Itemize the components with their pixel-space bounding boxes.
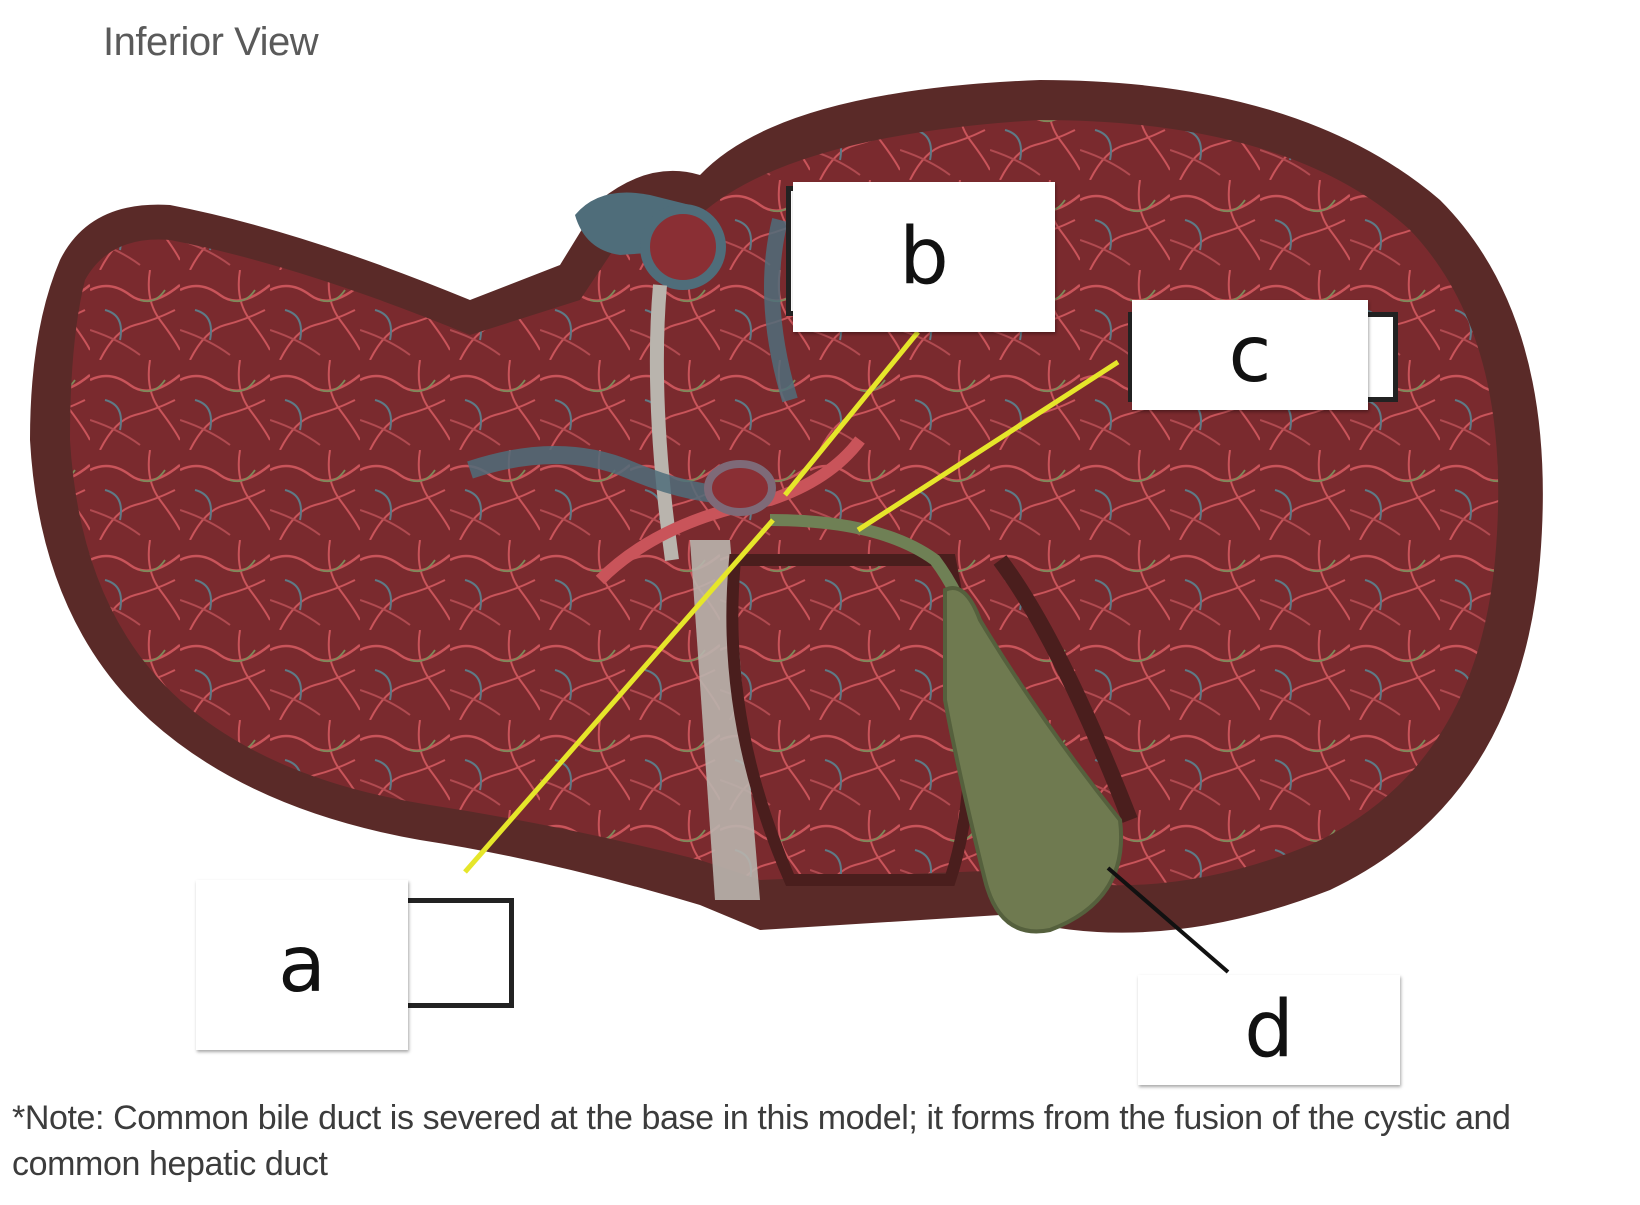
- label-a-backing: [396, 898, 514, 1008]
- gallbladder-fossa: [993, 555, 1138, 823]
- label-c-text: c: [1228, 310, 1272, 400]
- vessel-cross-section: [640, 204, 726, 290]
- label-box-d[interactable]: d: [1138, 975, 1400, 1085]
- leader-line-c: [856, 359, 1120, 533]
- portal-vein-branch: [764, 218, 798, 403]
- leader-line-a: [463, 518, 775, 874]
- view-title: Inferior View: [103, 20, 319, 64]
- portal-vein-cross-section: [704, 460, 776, 516]
- label-box-b[interactable]: b: [793, 182, 1055, 332]
- label-b-text: b: [899, 212, 949, 302]
- ligamentum-venosum: [649, 284, 679, 561]
- leader-line-b: [783, 330, 920, 497]
- label-a-text: a: [278, 920, 326, 1010]
- leader-line-d: [1106, 866, 1230, 974]
- label-box-a[interactable]: a: [196, 880, 408, 1050]
- label-box-c[interactable]: c: [1132, 300, 1368, 410]
- footnote: *Note: Common bile duct is severed at th…: [12, 1099, 1511, 1183]
- ligamentum-teres: [690, 540, 760, 900]
- gallbladder: [943, 586, 1124, 934]
- label-d-text: d: [1244, 985, 1294, 1075]
